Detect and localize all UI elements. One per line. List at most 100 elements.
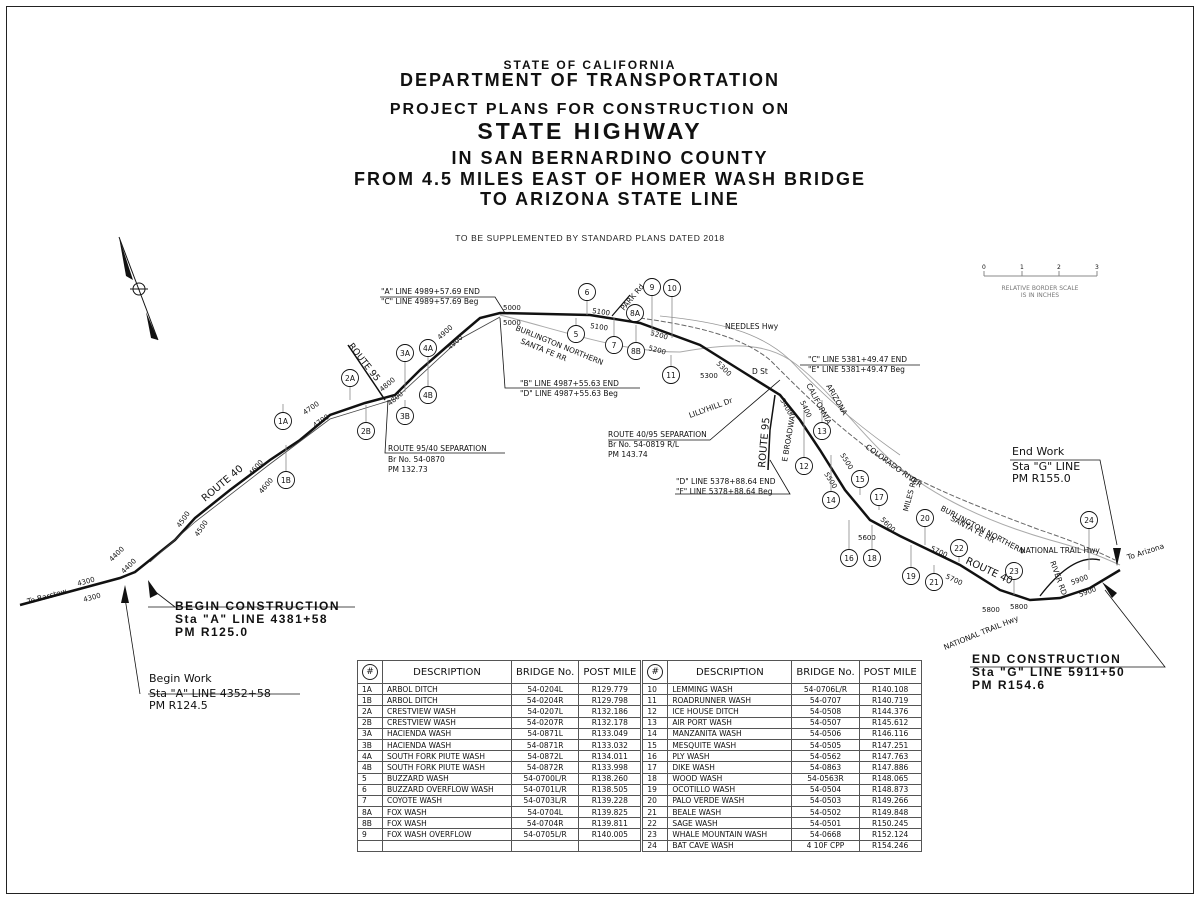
marker-label: 7 xyxy=(612,341,617,350)
cell-bridge-no xyxy=(510,839,580,852)
title-to: TO ARIZONA STATE LINE xyxy=(480,189,740,209)
cell-number: 3A xyxy=(357,727,383,740)
cell-bridge-no: 54-0207R xyxy=(510,716,580,729)
end-work-title: End Work xyxy=(1012,445,1065,458)
cell-number: 2A xyxy=(357,705,383,718)
cell-description: COYOTE WASH xyxy=(382,794,512,808)
scale-tick: 2 xyxy=(1057,264,1061,271)
station-label: 5100 xyxy=(590,322,609,332)
marker-label: 3A xyxy=(400,349,411,358)
end-construction-callout: END CONSTRUCTION Sta "G" LINE 5911+50 PM… xyxy=(972,653,1125,692)
col-number: # xyxy=(640,660,669,684)
cell-bridge-no: 54-0505 xyxy=(791,738,860,752)
cell-number: 22 xyxy=(640,817,669,830)
marker-label: 8B xyxy=(631,347,641,356)
cell-description: FOX WASH xyxy=(382,806,512,819)
marker-circle xyxy=(396,407,414,425)
cell-bridge-no: 54-0704R xyxy=(510,817,580,830)
marker-label: 2B xyxy=(361,427,371,436)
col-description: DESCRIPTION xyxy=(667,660,793,684)
cell-description: WOOD WASH xyxy=(667,772,793,785)
bridge-marker-2b: 2B xyxy=(357,405,375,440)
national-trail-label: NATIONAL TRAIL Hwy xyxy=(942,613,1020,651)
marker-label: 13 xyxy=(817,427,827,436)
end-construction-station: Sta "G" LINE 5911+50 xyxy=(972,665,1126,679)
cell-bridge-no: 54-0871R xyxy=(510,738,580,752)
bridge-marker-11: 11 xyxy=(662,355,680,384)
needles-hwy-label: NEEDLES Hwy xyxy=(725,322,779,331)
marker-label: 9 xyxy=(650,283,655,292)
marker-circle xyxy=(870,488,888,506)
cell-number: 20 xyxy=(640,794,669,808)
bridge-marker-23: 23 xyxy=(1005,562,1023,595)
cell-bridge-no: 54-0703L/R xyxy=(510,794,580,808)
marker-circle xyxy=(1005,562,1023,580)
separation-callout: ROUTE 95/40 SEPARATION xyxy=(388,444,487,453)
separation-callout: PM 132.73 xyxy=(388,465,428,474)
bridge-marker-22: 22 xyxy=(950,539,968,562)
marker-label: 20 xyxy=(920,514,930,523)
cell-post-mile: R152.124 xyxy=(858,828,922,841)
marker-circle xyxy=(863,549,881,567)
station-label: 5100 xyxy=(592,307,611,317)
cell-bridge-no: 4 10F CPP xyxy=(791,839,860,852)
marker-label: 5 xyxy=(574,330,579,339)
col-bridge-no: BRIDGE No. xyxy=(791,660,860,684)
cell-number: 13 xyxy=(640,716,669,729)
marker-label: 4A xyxy=(423,344,434,353)
station-label: 4900 xyxy=(446,334,465,352)
separation-callout: PM 143.74 xyxy=(608,450,648,459)
cell-description: BUZZARD OVERFLOW WASH xyxy=(382,783,512,796)
bridge-marker-1b: 1B xyxy=(277,445,295,489)
cell-number: 7 xyxy=(357,794,383,808)
marker-circle xyxy=(851,470,869,488)
station-label: 5300 xyxy=(700,372,718,380)
bridge-marker-17: 17 xyxy=(870,488,888,510)
marker-label: 17 xyxy=(874,493,884,502)
bridge-marker-16: 16 xyxy=(840,520,858,567)
cell-post-mile: R138.260 xyxy=(578,772,643,785)
cell-bridge-no: 54-0204R xyxy=(510,694,580,707)
line-callout: "F" LINE 5378+88.64 Beg xyxy=(676,487,773,496)
bridge-marker-14: 14 xyxy=(822,455,840,509)
station-label: 4600 xyxy=(257,476,275,495)
cell-number: 21 xyxy=(640,806,669,819)
river-rd-label: RIVER RD xyxy=(1048,560,1069,597)
cell-description: SOUTH FORK PIUTE WASH xyxy=(382,750,512,763)
cell-post-mile: R132.178 xyxy=(578,716,643,729)
begin-construction-callout: BEGIN CONSTRUCTION Sta "A" LINE 4381+58 … xyxy=(175,600,340,639)
cell-number xyxy=(357,839,383,852)
cell-post-mile: R133.049 xyxy=(578,727,643,740)
cell-bridge-no: 54-0562 xyxy=(791,750,860,763)
route-95-south-alignment xyxy=(767,394,776,471)
cell-description: MANZANITA WASH xyxy=(667,727,793,740)
scale-tick: 0 xyxy=(982,264,986,271)
cell-description: SOUTH FORK PIUTE WASH xyxy=(382,761,512,774)
bridge-marker-15: 15 xyxy=(851,470,869,495)
cell-description: PALO VERDE WASH xyxy=(667,794,793,808)
route-40-alignment xyxy=(19,311,1121,607)
cell-bridge-no: 54-0707 xyxy=(791,694,860,707)
station-label: 4500 xyxy=(175,510,192,529)
broadway-label: E BROADWAY xyxy=(780,411,798,463)
bridge-table: # DESCRIPTION BRIDGE No. POST MILE # DES… xyxy=(357,660,922,852)
begin-construction-postmile: PM R125.0 xyxy=(175,625,249,639)
station-label: 4900 xyxy=(436,324,455,342)
marker-label: 11 xyxy=(666,371,676,380)
cell-post-mile: R146.116 xyxy=(858,727,922,740)
national-trail-label: NATIONAL TRAIL Hwy xyxy=(1020,546,1100,555)
cell-post-mile xyxy=(578,839,643,852)
scale-tick: 1 xyxy=(1020,264,1024,271)
cell-post-mile: R150.245 xyxy=(858,817,922,830)
end-work-arrow-icon xyxy=(1113,548,1121,566)
marker-circle xyxy=(663,279,681,297)
col-number: # xyxy=(357,660,383,684)
station-label: 4300 xyxy=(82,592,101,604)
station-label: 4400 xyxy=(108,545,126,563)
cell-description: MESQUITE WASH xyxy=(667,738,793,752)
